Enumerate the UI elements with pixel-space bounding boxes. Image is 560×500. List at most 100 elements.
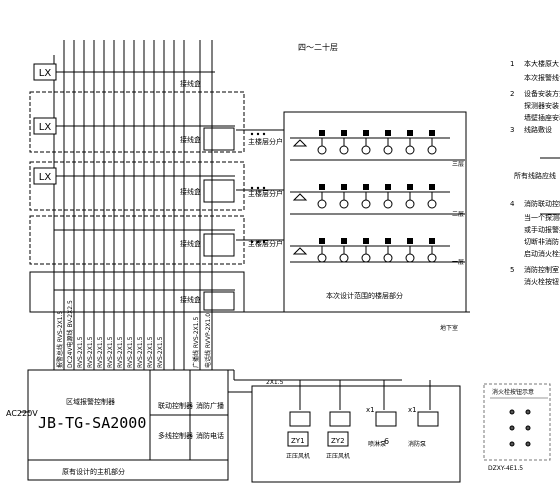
- legend-note: DZXY-4E1.5: [488, 465, 523, 472]
- bus-label-3: RVS-2X1.5: [77, 336, 84, 368]
- bus-label-13: 电话线 RVVP-2X1.0: [204, 313, 212, 368]
- ellipsis-dot: [262, 240, 266, 244]
- lx-label-3: LX: [39, 172, 52, 183]
- original-design-label: 原有设计的主机部分: [62, 467, 125, 476]
- module-box: [385, 184, 391, 190]
- module-box: [363, 238, 369, 244]
- module-box: [407, 238, 413, 244]
- note-4d: 切断非消防: [524, 237, 559, 246]
- ellipsis-dot: [250, 132, 254, 136]
- wiring-layer: [20, 40, 560, 483]
- junction-box-label-2: 接线盒: [180, 135, 201, 144]
- note-4e: 启动消火栓泵: [524, 249, 560, 258]
- multi-control-label: 多线控制器: [158, 431, 193, 440]
- detector-icon: [405, 145, 415, 155]
- note-5-num: 5: [510, 266, 514, 274]
- detector-icon: [317, 145, 327, 155]
- controller-model: JB-TG-SA2000: [38, 414, 146, 432]
- linkage-control-label: 联动控制器: [158, 401, 193, 410]
- basement-label: 地下室: [440, 324, 458, 332]
- module-box: [429, 238, 435, 244]
- module-box: [341, 238, 347, 244]
- module-box: [319, 184, 325, 190]
- bus-label-9: RVS-2X1.5: [137, 336, 144, 368]
- ellipsis-dot: [256, 240, 260, 244]
- fan-caption-1: 正压风机: [286, 452, 310, 460]
- bus-label-11: RVS-2X1.5: [157, 336, 164, 368]
- detector-icon: [405, 199, 415, 209]
- main-box-label-2: 主楼层分户: [248, 189, 283, 198]
- pump-caption-1: 喷淋泵: [368, 440, 386, 448]
- bus-label-8: RVS-2X1.5: [127, 336, 134, 368]
- zy1-label: ZY1: [291, 437, 305, 445]
- ellipsis-dot: [250, 240, 254, 244]
- detector-icon: [427, 253, 437, 263]
- module-box: [319, 130, 325, 136]
- module-box: [429, 184, 435, 190]
- legend-title: 消火栓按钮示意: [492, 388, 534, 396]
- detector-icon: [361, 253, 371, 263]
- device-symbols: [250, 130, 437, 263]
- main-box-label-3: 主楼层分户: [248, 239, 283, 248]
- module-box: [385, 130, 391, 136]
- main-box-label-1: 主楼层分户: [248, 137, 283, 146]
- detector-icon: [339, 199, 349, 209]
- detector-icon: [361, 199, 371, 209]
- note-1b: 本次报警线设: [524, 73, 560, 82]
- bus-label-2: DC24V电源线 BV-2X2.5: [66, 300, 74, 368]
- bus-label-12: 广播线 RVS-2X1.5: [192, 317, 200, 368]
- detector-icon: [339, 145, 349, 155]
- note-1-num: 1: [510, 60, 514, 68]
- speaker-icon: [292, 247, 308, 255]
- ellipsis-dot: [262, 186, 266, 190]
- pump-x1-label: x1: [366, 406, 375, 414]
- junction-box-label-1: 接线盒: [180, 79, 201, 88]
- lx-label-2: LX: [39, 122, 52, 133]
- junction-box-label-3: 接线盒: [180, 187, 201, 196]
- bus-label-5: RVS-2X1.5: [97, 336, 104, 368]
- detector-icon: [383, 145, 393, 155]
- module-box: [385, 238, 391, 244]
- lx-boxes: LX LX LX: [33, 63, 57, 185]
- detector-icon: [383, 253, 393, 263]
- detector-icon: [317, 199, 327, 209]
- ellipsis-dot: [256, 186, 260, 190]
- note-2b: 探测器安装: [524, 101, 559, 110]
- fire-broadcast-label: 消防广播: [196, 401, 224, 410]
- diagram-labels: 四～二十层 接线盒 接线盒 接线盒 接线盒 接线盒 主楼层分户 主楼层分户 主楼…: [6, 42, 534, 476]
- module-box: [407, 184, 413, 190]
- floor-1-label: 一层: [452, 259, 464, 266]
- pump-x2-label: x1: [408, 406, 417, 414]
- floor-3-label: 三层: [452, 161, 464, 168]
- bus-label-6: RVS-2X1.5: [107, 336, 114, 368]
- floor-header: 四～二十层: [298, 42, 338, 52]
- note-4b: 当一个探测器: [524, 213, 560, 222]
- module-box: [429, 130, 435, 136]
- pump-caption-2: 消防泵: [408, 440, 426, 448]
- note-4-num: 4: [510, 200, 515, 208]
- controller-title: 区域报警控制器: [66, 397, 115, 406]
- junction-box-label-4: 接线盒: [180, 239, 201, 248]
- junction-box-label-5: 接线盒: [180, 295, 201, 304]
- bus-label-7: RVS-2X1.5: [117, 336, 124, 368]
- fire-phone-label: 消防电话: [196, 431, 224, 440]
- note-3-num: 3: [510, 126, 514, 134]
- note-4c: 或手动报警按: [524, 225, 560, 234]
- note-2-num: 2: [510, 90, 514, 98]
- ellipsis-dot: [256, 132, 260, 136]
- detector-icon: [317, 253, 327, 263]
- detector-icon: [339, 253, 349, 263]
- zy2-label: ZY2: [331, 437, 345, 445]
- bus-label-4: RVS-2X1.5: [87, 336, 94, 368]
- speaker-icon: [292, 139, 308, 147]
- note-1a: 本大楼原大: [524, 59, 559, 68]
- note-2a: 设备安装方式: [524, 89, 560, 98]
- module-box: [341, 130, 347, 136]
- detector-icon: [383, 199, 393, 209]
- note-2c: 墙壁插座安装: [524, 113, 560, 122]
- detector-icon: [361, 145, 371, 155]
- note-5b: 消火栓按钮: [524, 277, 559, 286]
- module-box: [363, 184, 369, 190]
